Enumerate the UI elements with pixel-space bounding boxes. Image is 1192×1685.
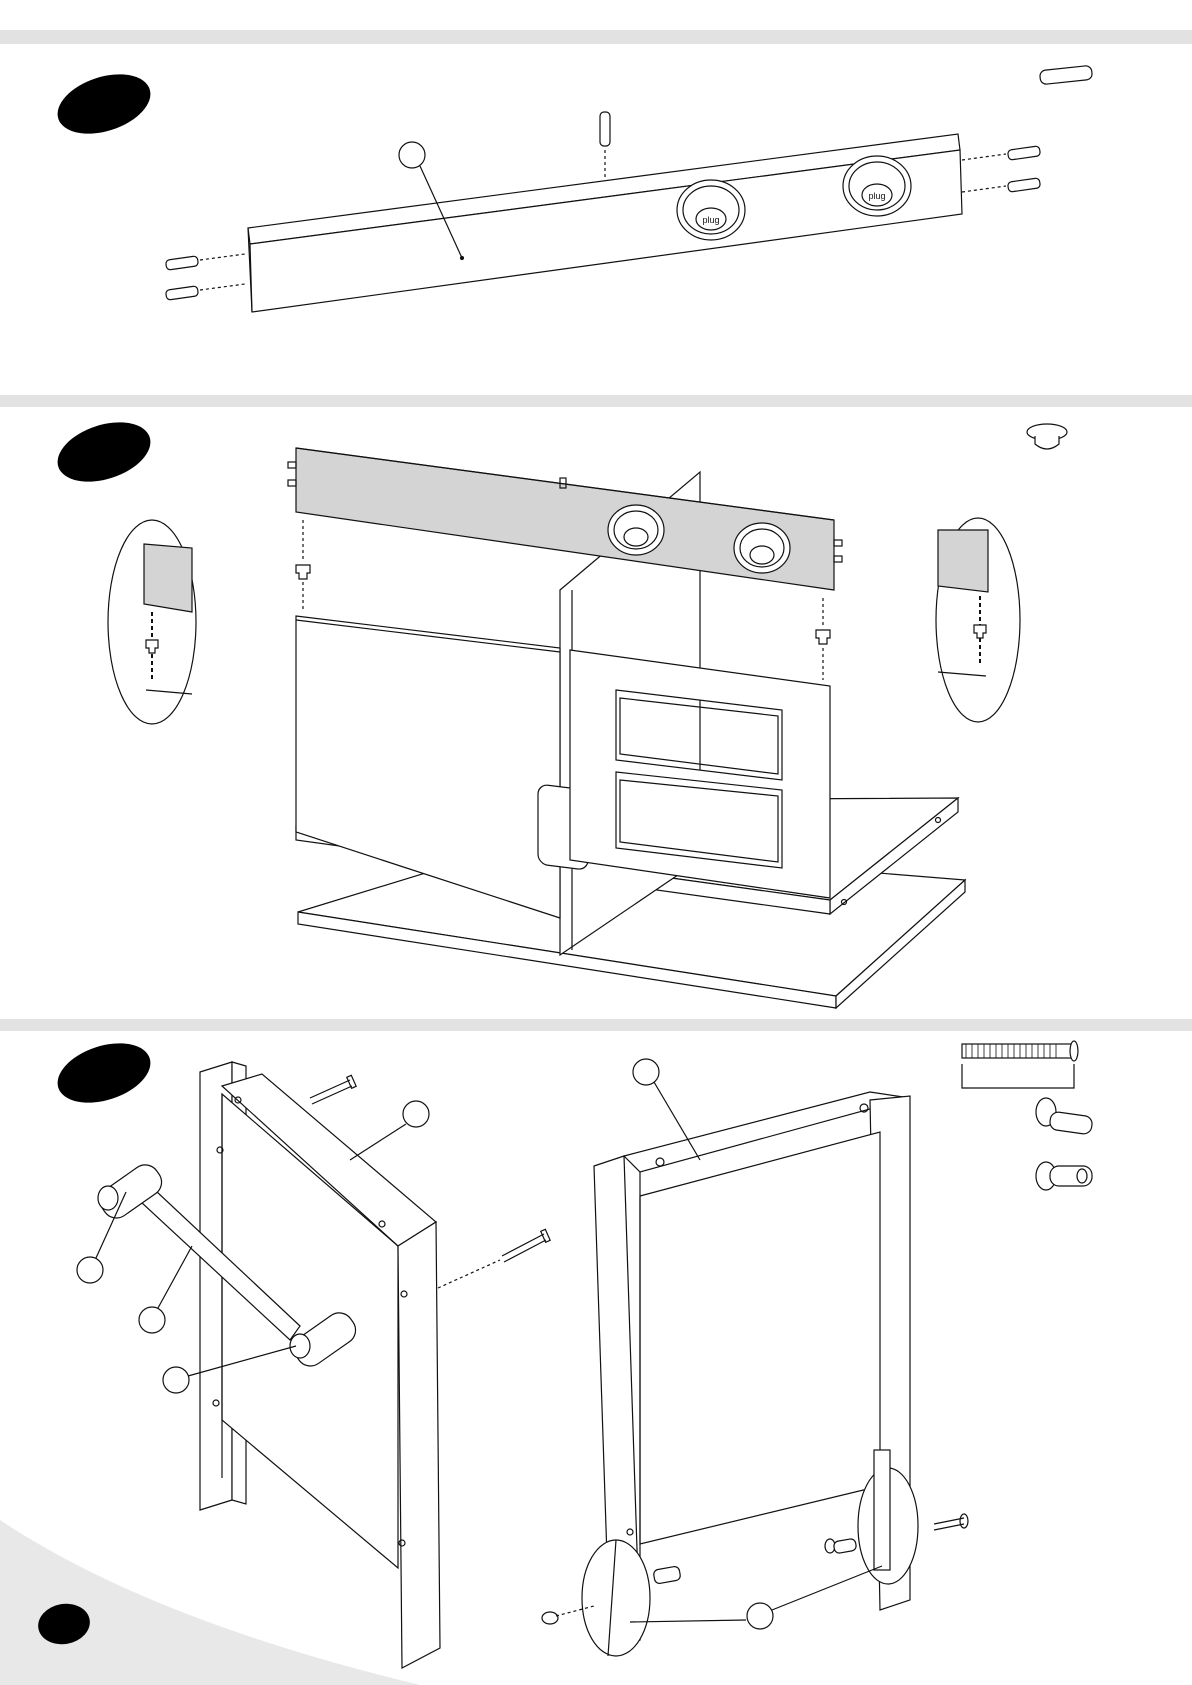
dowel-right-lower — [962, 178, 1041, 192]
dowel-left-lower — [165, 284, 245, 300]
barrel-nut-left — [653, 1566, 681, 1584]
front-rail-shaded — [288, 448, 842, 590]
wheel-left — [582, 1540, 650, 1656]
cam-lock-icon — [1027, 424, 1067, 449]
bolt-top-left — [310, 1075, 356, 1104]
section-band-2 — [0, 395, 1192, 407]
section-band-1 — [0, 30, 1192, 44]
zoom-detail-left — [108, 520, 196, 724]
step-3-badge — [50, 1032, 158, 1113]
cabinet-door-right — [570, 650, 830, 898]
front-rail — [248, 134, 962, 312]
bolt-wheel-right — [934, 1514, 968, 1530]
dowel-top — [600, 112, 610, 180]
cam-lock-left — [296, 520, 310, 610]
step-2-diagram — [108, 424, 1067, 1008]
cam-lock-right — [816, 598, 830, 680]
step-3-diagram — [77, 1041, 1093, 1668]
sleeve-nut-icon — [1036, 1162, 1092, 1190]
wall-mount-plug-1: plug — [677, 180, 745, 240]
cabinet-door-left — [296, 616, 588, 918]
callout-4 — [139, 1246, 192, 1333]
dowel-left-upper — [165, 254, 245, 270]
page-corner-decoration — [0, 1520, 420, 1685]
wooden-dowel-icon — [1039, 65, 1092, 84]
side-frame-left — [200, 1062, 440, 1668]
barrel-nut-right — [825, 1538, 857, 1554]
wall-mount-plug-2: plug — [843, 156, 911, 216]
svg-text:plug: plug — [702, 215, 719, 225]
svg-text:plug: plug — [868, 191, 885, 201]
bolt-mid — [438, 1229, 550, 1288]
step-2-badge — [50, 411, 158, 492]
step-1-diagram: plug plug — [165, 65, 1092, 312]
dowel-right-upper — [962, 146, 1041, 160]
barrel-nut-icon — [1036, 1098, 1093, 1135]
callout-2 — [350, 1101, 429, 1160]
long-bolt-icon — [962, 1041, 1078, 1088]
zoom-detail-right — [936, 518, 1020, 722]
step-1-badge — [50, 63, 158, 144]
section-band-3 — [0, 1019, 1192, 1031]
